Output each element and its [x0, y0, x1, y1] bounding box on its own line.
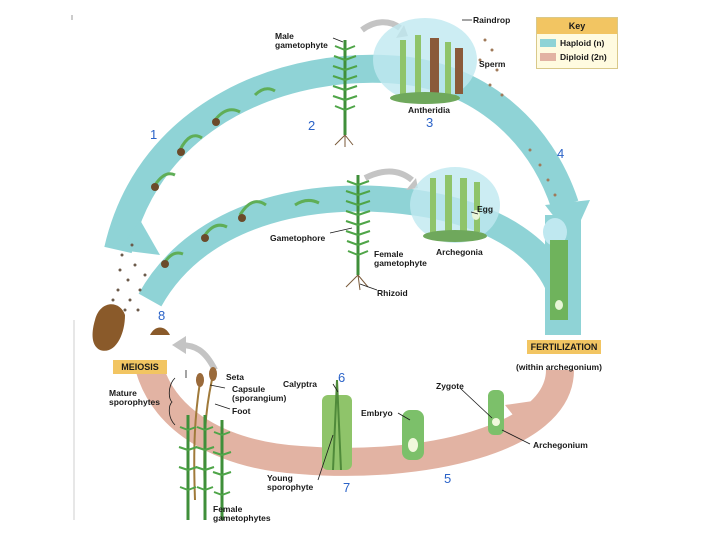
female-gametophyte-plant — [345, 175, 371, 291]
antheridia-label: Antheridia — [408, 105, 451, 115]
middle-gray-arrow — [363, 168, 414, 183]
zygote-archegonium — [488, 390, 504, 435]
rhizoid-label: Rhizoid — [377, 288, 408, 298]
capsule-label: Capsule (sporangium) — [232, 384, 287, 403]
diploid-swatch — [540, 53, 556, 61]
mature-sporophytes-label: Mature sporophytes — [109, 388, 161, 407]
young-sporophyte-label: Young sporophyte — [267, 473, 314, 492]
archegonium-label: Archegonium — [533, 440, 588, 450]
archegonia-label: Archegonia — [436, 247, 483, 257]
released-capsule — [92, 304, 170, 351]
female-gametophyte-label: Female gametophyte — [374, 249, 427, 268]
foot-label: Foot — [232, 406, 251, 416]
embryo-archegonium — [402, 410, 424, 460]
step-1: 1 — [150, 127, 158, 142]
haploid-inner-arrowhead — [120, 220, 160, 255]
protonema-buds-outer — [151, 118, 220, 191]
archegonia-cluster — [410, 167, 500, 243]
embryo-label: Embryo — [361, 408, 393, 418]
leader-lines — [168, 19, 531, 481]
diploid-arrowhead — [505, 400, 540, 430]
protonema-inner — [163, 198, 320, 263]
sperm-dots — [478, 38, 557, 197]
step-7: 7 — [343, 480, 351, 495]
gametophore-label: Gametophore — [270, 233, 326, 243]
haploid-swatch — [540, 39, 556, 47]
fertilization-box: FERTILIZATION — [527, 340, 601, 354]
antheridia-cluster — [373, 18, 477, 104]
spores — [111, 243, 147, 312]
calyptra-label: Calyptra — [283, 379, 318, 389]
meiosis-box: MEIOSIS — [113, 360, 167, 374]
raindrop-label: Raindrop — [473, 15, 511, 25]
fertilization-archegonium — [543, 218, 568, 320]
haploid-key-label: Haploid (n) — [560, 38, 605, 48]
key-legend: Key Haploid (n) Diploid (2n) — [536, 17, 618, 69]
male-gametophyte-label: Male gametophyte — [275, 31, 328, 50]
within-archegonium-label: (within archegonium) — [516, 362, 602, 372]
middle-gray-arrowhead — [406, 178, 418, 190]
zygote-label: Zygote — [436, 381, 464, 391]
egg-label: Egg — [477, 204, 494, 214]
seta-label: Seta — [226, 372, 244, 382]
protonema-outer — [153, 87, 276, 186]
diploid-key-label: Diploid (2n) — [560, 52, 607, 62]
protonema-buds-inner — [161, 214, 246, 268]
mature-sporophytes — [178, 367, 232, 520]
step-4: 4 — [557, 146, 565, 161]
step-8: 8 — [158, 308, 166, 323]
male-gametophyte-plant — [332, 40, 358, 147]
step-6: 6 — [338, 370, 346, 385]
step-2: 2 — [308, 118, 316, 133]
key-title: Key — [537, 18, 617, 34]
sperm-label: Sperm — [479, 59, 506, 69]
meiosis-gray-arrowhead — [172, 336, 186, 354]
step-3: 3 — [426, 115, 434, 130]
female-gametophytes-label: Female gametophytes — [213, 504, 271, 523]
step-5: 5 — [444, 471, 452, 486]
young-sporophyte-plant — [322, 379, 352, 471]
